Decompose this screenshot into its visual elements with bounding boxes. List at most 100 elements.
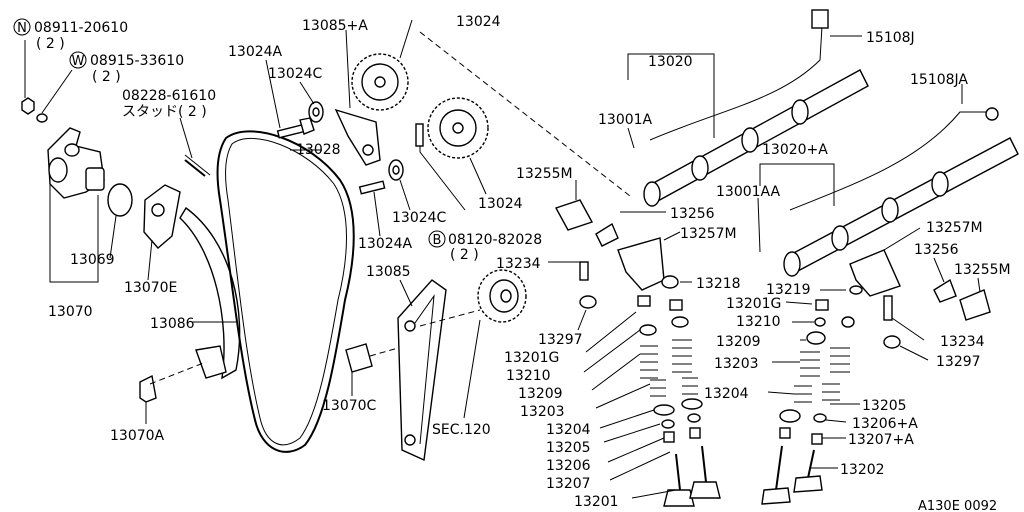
gasket-13070E — [143, 184, 181, 249]
label-13205-b: 13205 — [862, 398, 907, 414]
leader — [345, 29, 351, 109]
bolt-13234-b — [883, 295, 893, 321]
label-13085A: 13085+A — [302, 18, 368, 34]
label-13297-b: 13297 — [936, 354, 981, 370]
label-08915-qty: ( 2 ) — [92, 69, 121, 85]
label-13297-a: 13297 — [538, 332, 583, 348]
leader — [899, 345, 929, 361]
leader — [767, 391, 795, 395]
label-13206-a: 13206 — [546, 458, 591, 474]
label-13201-a: 13201 — [574, 494, 619, 510]
label-15108J: 15108J — [866, 30, 915, 46]
label-13204-a: 13204 — [546, 422, 591, 438]
marker-B-text: B — [433, 233, 442, 248]
timing-chain-13028 — [216, 130, 355, 453]
bolt-13234-a — [579, 261, 589, 281]
dashed-line — [419, 309, 481, 327]
chain-guide-13085 — [397, 279, 447, 462]
label-13234-a: 13234 — [496, 256, 541, 272]
label-13255M-a: 13255M — [516, 166, 573, 182]
label-13204-b: 13204 — [704, 386, 749, 402]
leader — [631, 489, 677, 499]
label-13207A: 13207+A — [848, 432, 914, 448]
label-13001AA: 13001AA — [716, 184, 781, 200]
label-sec120: SEC.120 — [432, 422, 491, 438]
label-13201G-b: 13201G — [726, 296, 781, 312]
bracket-13255M-b — [959, 289, 991, 321]
label-13219: 13219 — [766, 282, 811, 298]
valve-stack-a — [637, 295, 721, 507]
leader — [977, 277, 981, 293]
oil-pipe-15108J — [649, 9, 829, 141]
label-08228-stud: スタッド( 2 ) — [122, 104, 207, 120]
label-13070E: 13070E — [124, 280, 177, 296]
label-13028: 13028 — [296, 142, 341, 158]
washer-13024C-mid — [388, 159, 404, 181]
label-13020: 13020 — [648, 54, 693, 70]
label-13070A: 13070A — [110, 428, 165, 444]
label-13085: 13085 — [366, 264, 411, 280]
label-08120: 08120-82028 — [448, 232, 542, 248]
lash-adjuster-13297-b — [883, 335, 901, 349]
lash-adjuster-13297-a — [579, 295, 597, 309]
leader — [147, 239, 153, 281]
leader — [933, 257, 945, 283]
leader — [663, 231, 681, 241]
dashed-line — [369, 347, 399, 357]
label-08120-qty: ( 2 ) — [450, 247, 479, 263]
leader — [265, 59, 281, 129]
guide-13085A — [334, 108, 381, 166]
label-13203-b: 13203 — [714, 356, 759, 372]
dashed-line — [419, 31, 631, 197]
bolt-08120 — [415, 123, 424, 147]
label-13086: 13086 — [150, 316, 195, 332]
label-08915: 08915-33610 — [90, 53, 184, 69]
bracket-13255M-a — [554, 199, 594, 231]
label-13255M-b: 13255M — [954, 262, 1011, 278]
bracket-13020A — [759, 163, 835, 206]
leader — [583, 329, 641, 373]
label-13202: 13202 — [840, 462, 885, 478]
label-13024A-mid: 13024A — [358, 236, 413, 252]
bolt-13024A-top — [276, 117, 315, 139]
label-13203-a: 13203 — [520, 404, 565, 420]
label-13210-b: 13210 — [736, 314, 781, 330]
label-13020A: 13020+A — [762, 142, 828, 158]
label-08228: 08228-61610 — [122, 88, 216, 104]
bolt-13070C — [345, 343, 373, 373]
marker-N: N — [13, 18, 31, 36]
label-13024A-top: 13024A — [228, 44, 283, 60]
leader — [785, 301, 813, 305]
bolt-08911 — [21, 97, 35, 115]
leader — [373, 191, 381, 237]
label-13256-b: 13256 — [914, 242, 959, 258]
rocker-13257M-a — [617, 237, 665, 291]
leader — [607, 437, 665, 463]
clip-13256-a — [595, 222, 619, 247]
marker-W: W — [69, 51, 87, 69]
label-13070C: 13070C — [322, 398, 377, 414]
cap-13218 — [661, 275, 679, 289]
leader — [299, 81, 315, 105]
leader — [41, 69, 73, 114]
leader — [179, 117, 193, 159]
leader — [757, 197, 761, 253]
oil-pipe-15108JA — [789, 107, 999, 211]
leader — [591, 353, 641, 391]
label-13207-a: 13207 — [546, 476, 591, 492]
label-13024-mid: 13024 — [478, 196, 523, 212]
leader — [109, 215, 117, 259]
leader — [463, 319, 481, 419]
valve-stack-b — [761, 285, 863, 505]
marker-B: B — [428, 230, 446, 248]
camshaft-13020 — [643, 69, 869, 207]
crank-sprocket — [477, 269, 527, 323]
dashed-line — [149, 361, 207, 385]
leader — [399, 19, 413, 59]
washer-08915 — [36, 113, 48, 123]
bracket-13070 — [49, 184, 99, 283]
chain-guide-13086 — [179, 206, 241, 380]
bolt-13070A — [139, 374, 157, 403]
bracket-13020 — [627, 53, 715, 138]
